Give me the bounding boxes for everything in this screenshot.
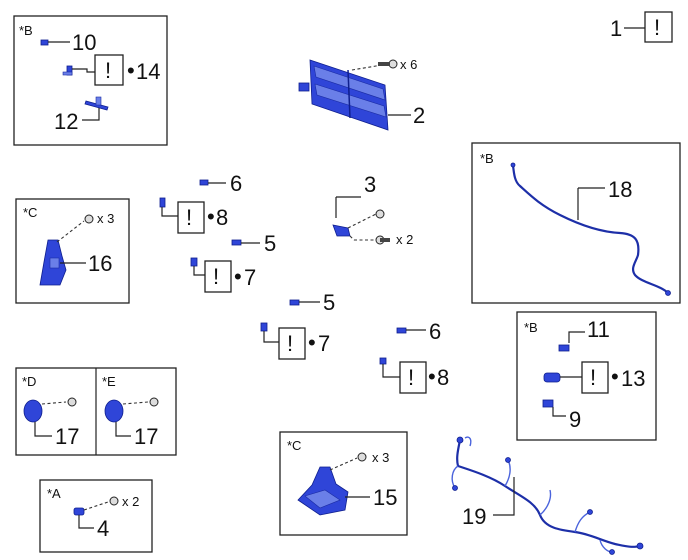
quantity-2: x 6 <box>400 57 417 72</box>
group-label-b-right-top: *B <box>480 151 494 166</box>
group-box-b-right-top: *B 18 <box>471 142 681 304</box>
part-11-illustration <box>558 331 585 352</box>
part-5a-illustration <box>231 239 260 246</box>
bullet-8b: • <box>428 364 436 389</box>
callout-4: 4 <box>97 516 109 541</box>
group-box-b-right-mid: *B 11 ! • 13 9 <box>516 311 657 441</box>
part-19-illustration <box>451 436 644 555</box>
callout-18: 18 <box>608 177 632 202</box>
caution-icon: ! <box>408 365 414 390</box>
group-box-a: *A x 2 4 <box>39 479 153 553</box>
part-16-illustration <box>39 214 94 286</box>
group-label-c-left: *C <box>23 205 37 220</box>
part-8b-illustration <box>379 357 400 378</box>
quantity-4: x 2 <box>122 494 139 509</box>
part-18-illustration <box>510 162 671 296</box>
part-7a-illustration <box>190 257 205 276</box>
callout-10: 10 <box>72 30 96 55</box>
callout-9: 9 <box>569 407 581 432</box>
group-label-e: *E <box>102 374 116 389</box>
bullet-13: • <box>611 364 619 389</box>
caution-box-8b <box>399 361 427 394</box>
caution-icon: ! <box>105 58 111 83</box>
callout-14: 14 <box>136 59 160 84</box>
bullet-8a: • <box>207 204 215 229</box>
part-2-illustration: x 6 <box>298 57 417 131</box>
callout-12: 12 <box>54 109 78 134</box>
part-9-illustration <box>542 399 566 417</box>
part-17b-illustration <box>104 397 159 437</box>
callout-6a: 6 <box>230 171 242 196</box>
part-5b-illustration <box>289 299 320 306</box>
caution-box-14 <box>94 54 124 86</box>
caution-box-7a <box>204 260 232 293</box>
bullet-7b: • <box>308 330 316 355</box>
caution-box-13 <box>581 361 609 394</box>
callout-17a: 17 <box>55 424 79 449</box>
group-box-d-e: *D *E 17 17 <box>15 367 177 456</box>
callout-3: 3 <box>364 172 376 197</box>
caution-box-7b <box>278 327 306 360</box>
callout-5b: 5 <box>323 290 335 315</box>
bullet-7a: • <box>234 264 242 289</box>
callout-1: 1 <box>610 16 622 41</box>
callout-19: 19 <box>462 504 486 529</box>
callout-11: 11 <box>587 317 610 342</box>
quantity-3: x 2 <box>396 232 413 247</box>
part-6b-illustration <box>396 327 426 334</box>
group-box-b-top: *B 10 ! • 14 12 <box>13 15 168 146</box>
callout-7a: 7 <box>244 265 256 290</box>
quantity-16: x 3 <box>97 211 114 226</box>
callout-2: 2 <box>413 103 425 128</box>
part-4-illustration <box>73 496 119 529</box>
callout-15: 15 <box>373 485 397 510</box>
callout-13: 13 <box>621 366 645 391</box>
caution-icon: ! <box>590 365 596 390</box>
quantity-15: x 3 <box>372 450 389 465</box>
part-3-illustration <box>332 196 390 245</box>
part-7b-illustration <box>260 322 279 343</box>
part-12-illustration <box>82 96 109 121</box>
group-label-b-right-mid: *B <box>524 320 538 335</box>
part-13-illustration <box>543 372 582 383</box>
caution-box-1 <box>644 11 673 43</box>
group-box-c-left: *C x 3 16 <box>15 198 130 304</box>
bullet-14: • <box>127 58 135 83</box>
part-14-illustration <box>62 65 95 76</box>
part-15-illustration <box>297 452 370 516</box>
callout-6b: 6 <box>429 319 441 344</box>
callout-8b: 8 <box>437 365 449 390</box>
caution-icon: ! <box>213 264 219 289</box>
group-label-d: *D <box>22 374 36 389</box>
caution-icon: ! <box>287 331 293 356</box>
callout-7b: 7 <box>318 331 330 356</box>
part-6a-illustration <box>199 179 226 186</box>
group-label-b-top: *B <box>19 23 33 38</box>
group-box-c-bottom: *C x 3 15 <box>279 431 408 536</box>
part-17a-illustration <box>23 397 77 437</box>
group-label-a: *A <box>47 486 61 501</box>
callout-16: 16 <box>88 251 112 276</box>
part-1-group: 1 ! <box>610 11 673 43</box>
part-8a-illustration <box>159 197 178 217</box>
caution-icon: ! <box>654 15 660 40</box>
part-10-illustration <box>40 39 70 46</box>
callout-5a: 5 <box>264 231 276 256</box>
caution-box-8a <box>177 201 205 234</box>
caution-icon: ! <box>186 205 192 230</box>
callout-17b: 17 <box>134 424 158 449</box>
group-label-c-bottom: *C <box>287 438 301 453</box>
callout-8a: 8 <box>216 205 228 230</box>
